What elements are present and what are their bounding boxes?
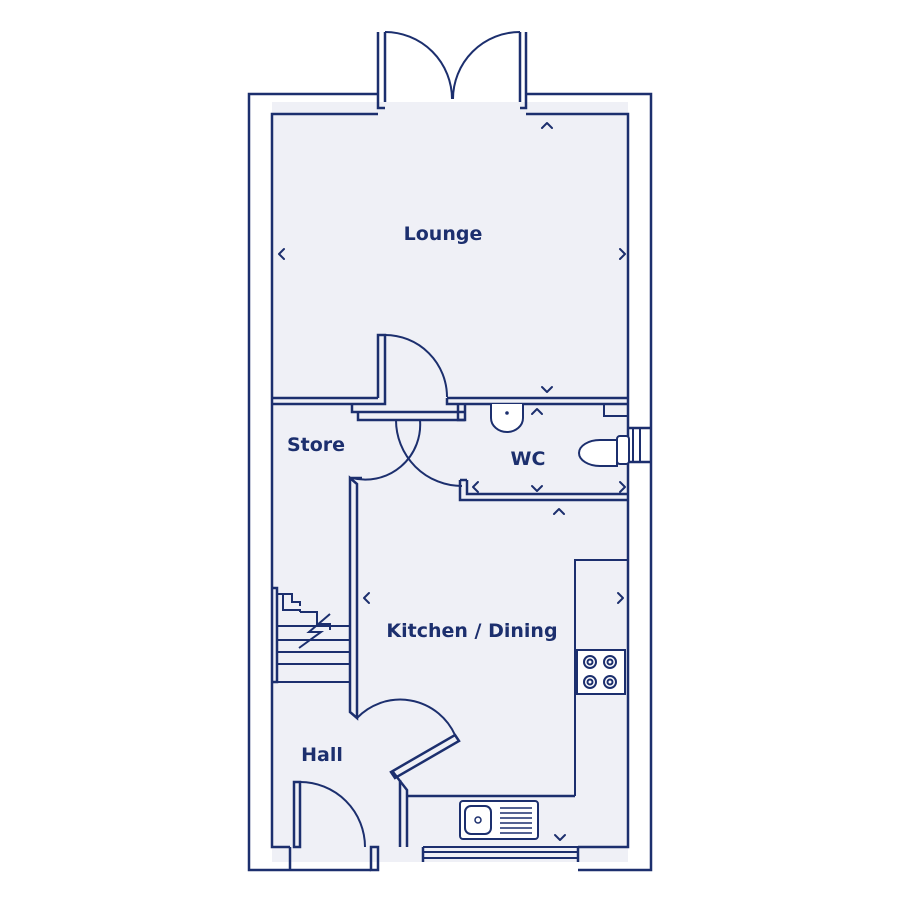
french-doors-icon	[384, 31, 521, 100]
room-label-hall: Hall	[301, 744, 343, 766]
room-label-store: Store	[287, 434, 345, 456]
door-swing-icon	[351, 419, 463, 487]
room-label-kitchen-dining: Kitchen / Dining	[386, 620, 557, 642]
dimension-marker-icon	[278, 122, 626, 841]
kitchen-worktop	[574, 559, 628, 796]
wc-walls	[458, 404, 628, 502]
floor-fill	[272, 102, 628, 862]
door-swing-icon	[356, 698, 575, 847]
outer-walls	[247, 32, 653, 872]
door-swing-icon	[384, 334, 448, 398]
basin-icon	[490, 404, 524, 433]
stairs-icon	[272, 586, 351, 684]
toilet-icon	[578, 435, 630, 467]
lounge-partition	[272, 333, 628, 422]
room-label-wc: WC	[511, 448, 546, 470]
door-swing-icon	[292, 780, 366, 849]
room-label-lounge: Lounge	[404, 223, 483, 245]
hob-icon	[576, 649, 626, 695]
sink-icon	[459, 800, 539, 840]
